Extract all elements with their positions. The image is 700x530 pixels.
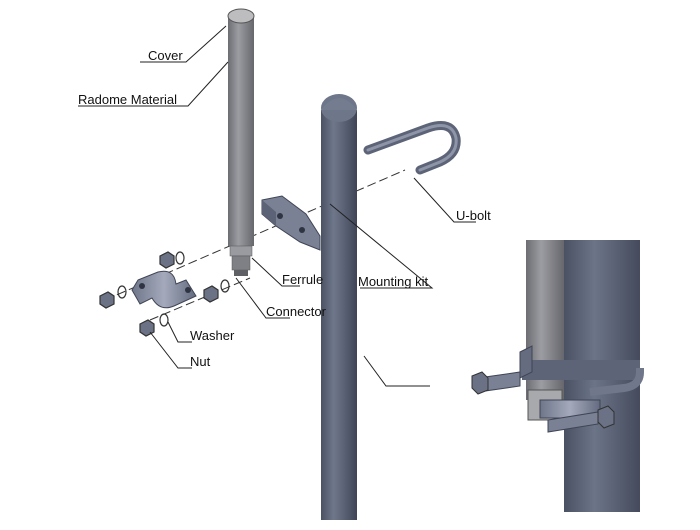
label-washer: Washer bbox=[190, 328, 235, 343]
label-mounting-kit: Mounting kit bbox=[358, 274, 428, 289]
detail-bolts bbox=[471, 345, 644, 433]
label-ferrule: Ferrule bbox=[282, 272, 323, 287]
label-connector: Connector bbox=[266, 304, 327, 319]
label-cover: Cover bbox=[148, 48, 183, 63]
leader-lines bbox=[78, 25, 476, 387]
mounting-pole bbox=[321, 94, 357, 520]
mounting-kit-bracket bbox=[261, 195, 321, 251]
label-u-bolt: U-bolt bbox=[456, 208, 491, 223]
front-clamp bbox=[131, 270, 197, 309]
label-nut: Nut bbox=[190, 354, 211, 369]
antenna bbox=[227, 8, 255, 276]
detail-view bbox=[522, 240, 640, 512]
labels: Cover Radome Material Ferrule Mounting k… bbox=[78, 48, 491, 369]
u-bolt bbox=[363, 121, 461, 175]
label-radome-material: Radome Material bbox=[78, 92, 177, 107]
